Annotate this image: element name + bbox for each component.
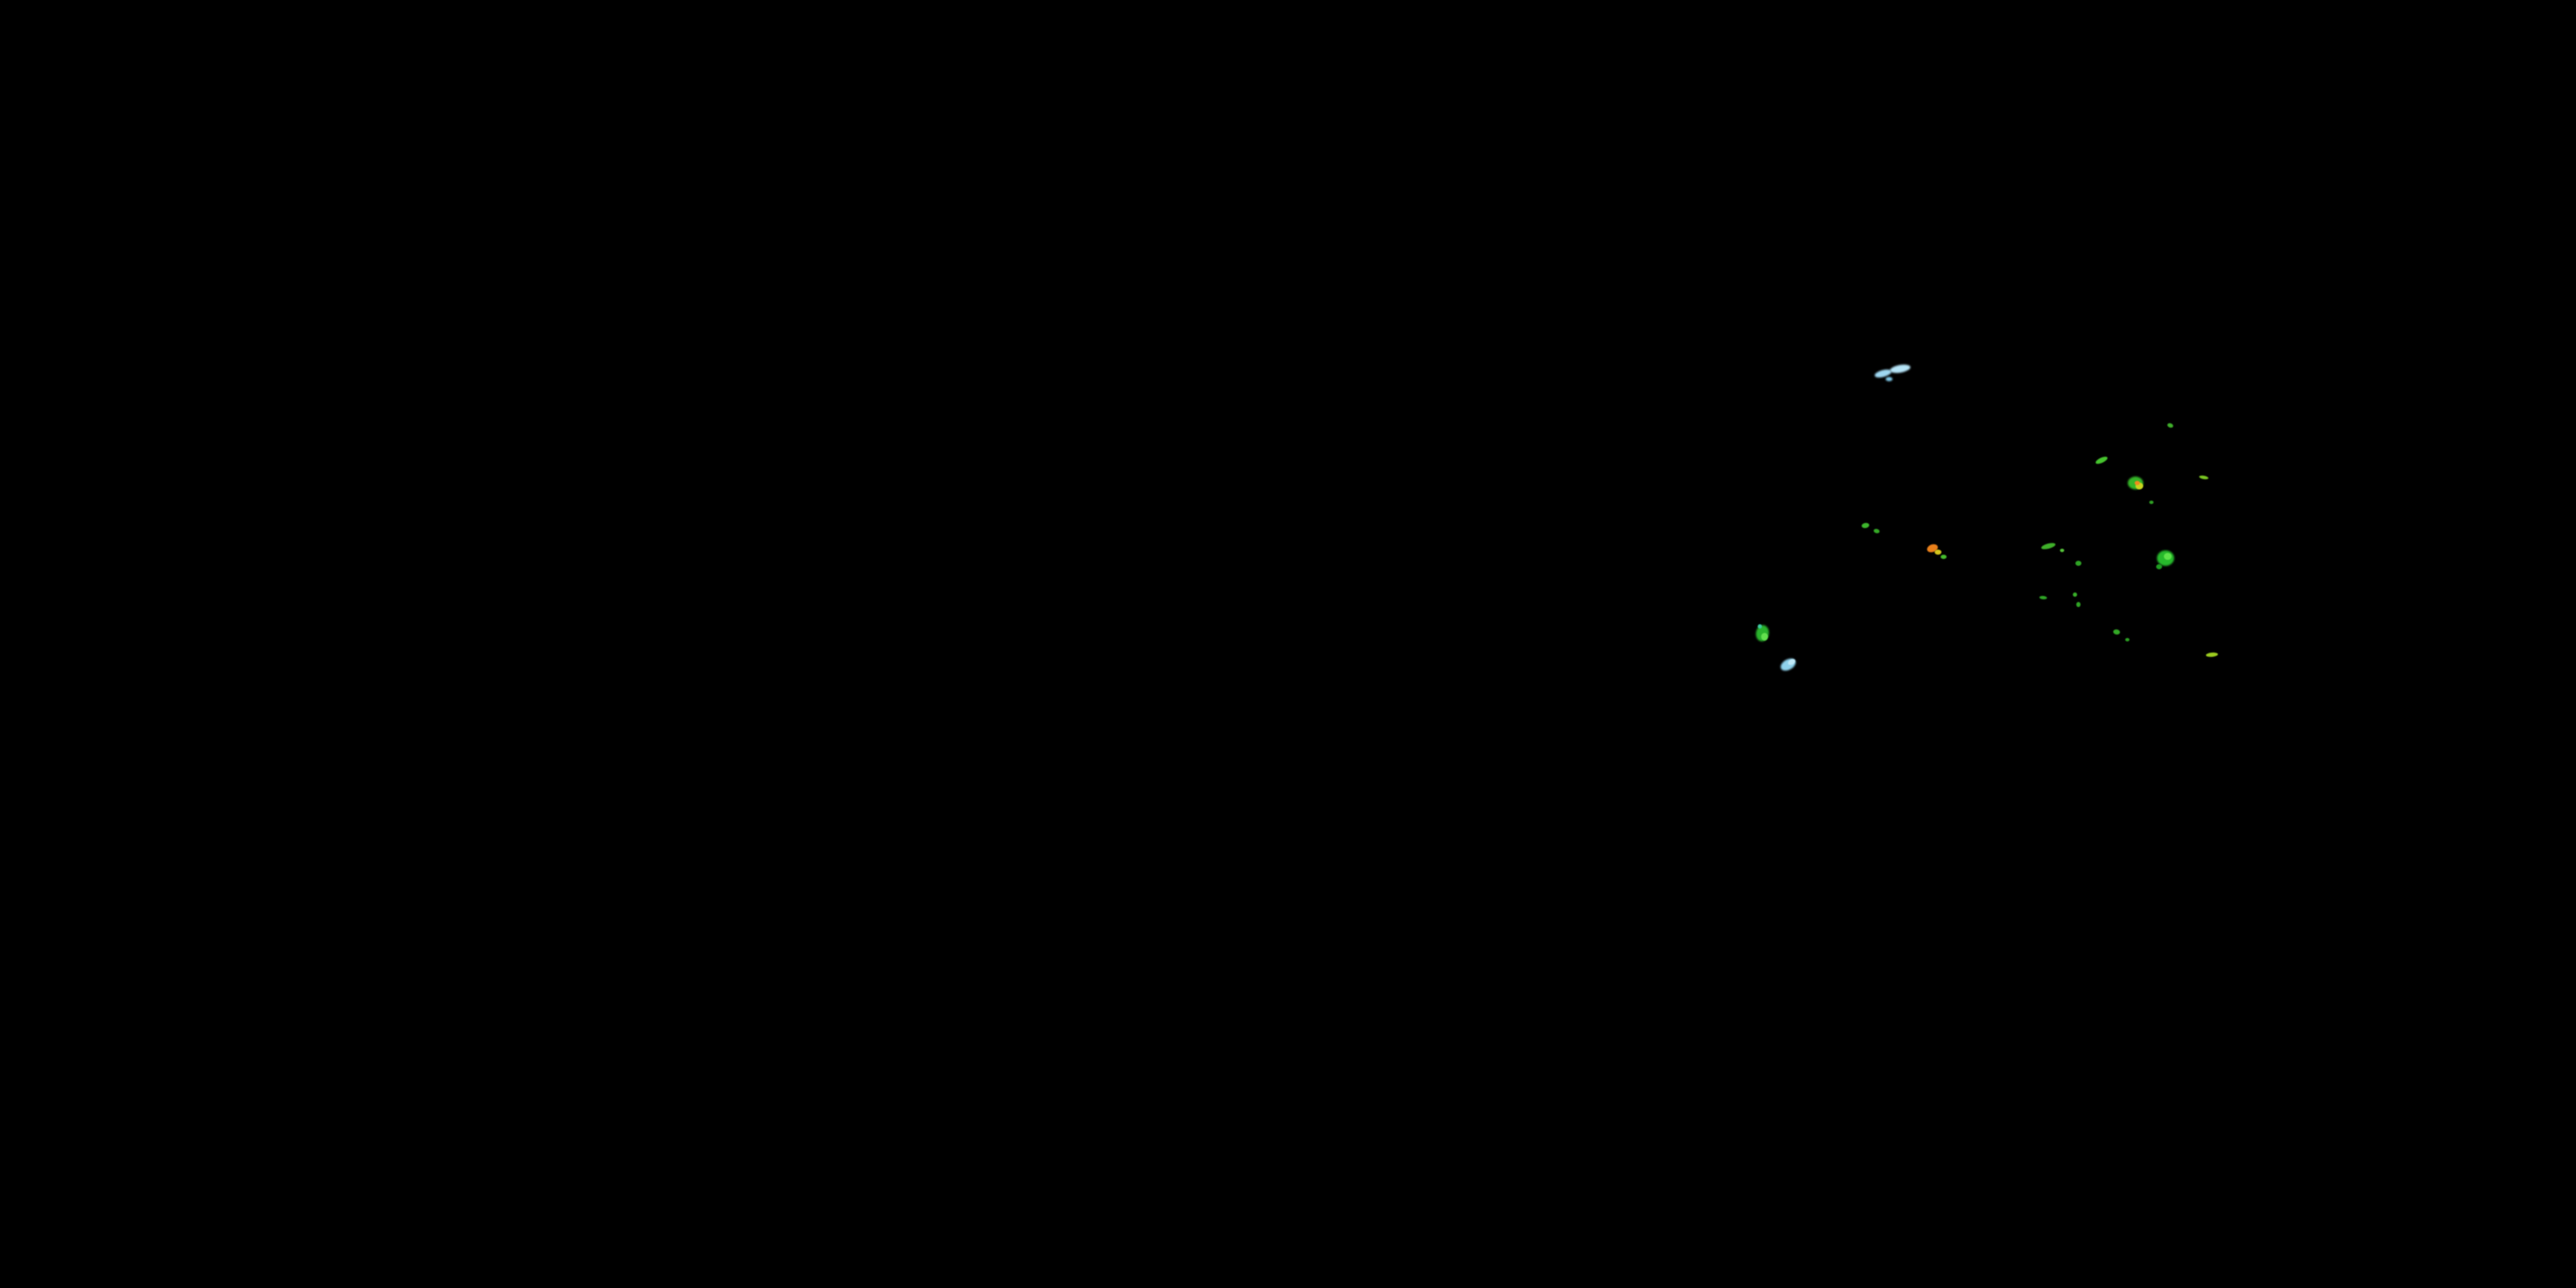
radar-echo — [2072, 592, 2077, 597]
radar-echo — [2135, 483, 2143, 489]
radar-echo — [1757, 623, 1762, 629]
radar-echo — [2038, 595, 2047, 600]
radar-echo — [2093, 455, 2109, 465]
radar-echo — [2059, 549, 2064, 552]
radar-echo — [2112, 629, 2121, 635]
radar-echo — [2198, 475, 2208, 480]
radar-echo — [2075, 561, 2081, 566]
radar-echo — [1935, 550, 1941, 555]
radar-echo — [2075, 602, 2081, 607]
radar-echo — [2124, 638, 2129, 641]
radar-echo — [2040, 541, 2056, 551]
radar-echo — [1761, 632, 1768, 641]
radar-echo — [2148, 501, 2154, 504]
radar-echo — [1872, 527, 1880, 534]
radar-echo — [2155, 564, 2162, 569]
radar-echo — [2166, 422, 2174, 428]
radar-echo — [1940, 554, 1947, 559]
radar-echo — [2163, 553, 2172, 560]
radar-echo — [2205, 651, 2219, 658]
radar-echo — [1886, 376, 1893, 381]
radar-echo — [1889, 362, 1911, 374]
radar-echo — [2135, 480, 2140, 485]
radar-echo — [1861, 522, 1869, 529]
